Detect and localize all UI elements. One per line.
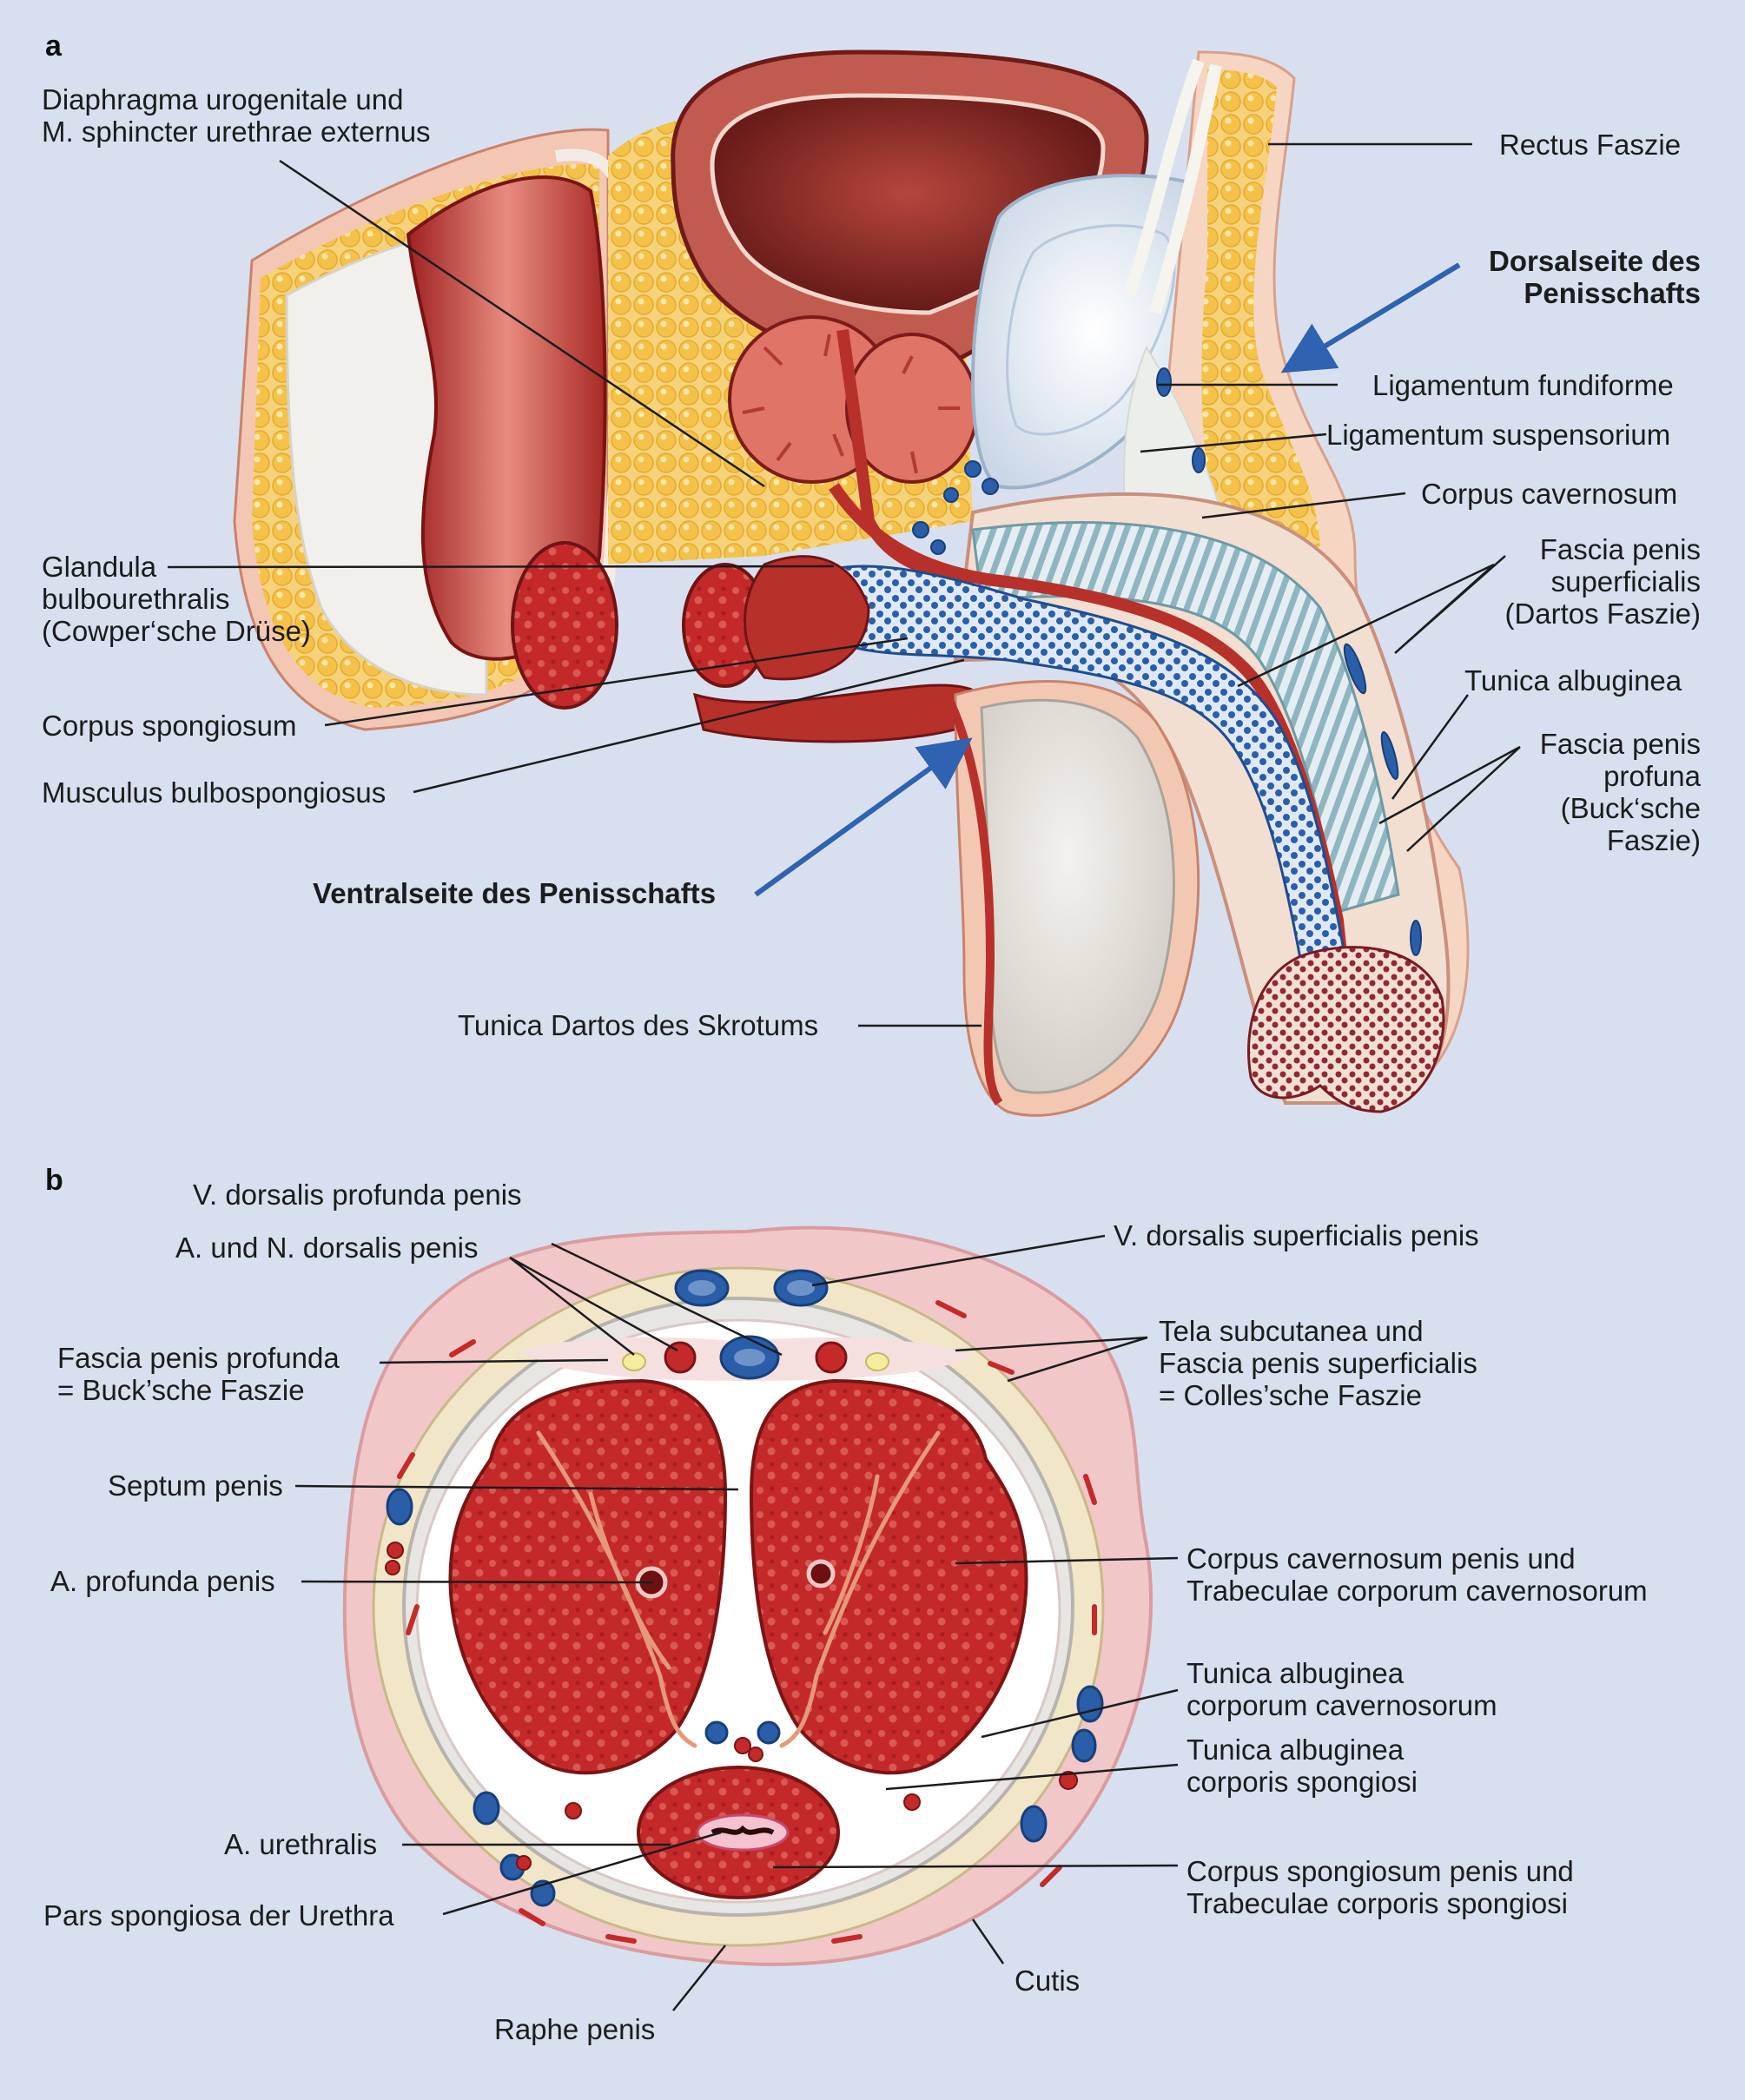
label-a-profunda-penis: A. profunda penis	[50, 1565, 275, 1597]
label-rectus-faszie: Rectus Faszie	[1499, 129, 1682, 161]
label-corpus-cavernosum-penis: Corpus cavernosum penis und Trabeculae c…	[1186, 1542, 1648, 1607]
label-pars-spongiosa: Pars spongiosa der Urethra	[43, 1899, 394, 1932]
label-fascia-superficialis: Fascia penis superficialis (Dartos Faszi…	[1504, 533, 1701, 630]
sagittal-section	[233, 50, 1470, 1117]
label-v-dorsalis-profunda: V. dorsalis profunda penis	[193, 1179, 522, 1211]
label-corpus-spongiosum: Corpus spongiosum	[42, 710, 297, 742]
label-v-dorsalis-superficialis: V. dorsalis superficialis penis	[1114, 1219, 1479, 1251]
label-corpus-cavernosum: Corpus cavernosum	[1421, 478, 1678, 510]
label-glandula: Glandula bulbourethralis (Cowper‘sche Dr…	[42, 551, 311, 647]
label-a-n-dorsalis: A. und N. dorsalis penis	[175, 1232, 479, 1264]
label-fascia-profuna: Fascia penis profuna (Buck‘sche Faszie)	[1539, 728, 1701, 856]
label-cutis: Cutis	[1015, 1965, 1081, 1997]
label-ligamentum-suspensorium: Ligamentum suspensorium	[1326, 419, 1671, 451]
label-tunica-albuginea-cavernosorum: Tunica albuginea corporum cavernosorum	[1186, 1657, 1497, 1721]
label-septum-penis: Septum penis	[108, 1469, 283, 1502]
panel-label-b: b	[45, 1164, 63, 1197]
dorsal-vessels	[622, 1269, 889, 1380]
label-a-urethralis: A. urethralis	[224, 1828, 378, 1860]
label-ligamentum-fundiforme: Ligamentum fundiforme	[1372, 369, 1674, 401]
label-tunica-albuginea-spongiosi: Tunica albuginea corporis spongiosi	[1186, 1733, 1418, 1798]
label-musculus-bulbospongiosus: Musculus bulbospongiosus	[42, 776, 387, 809]
label-diaphragma: Diaphragma urogenitale und M. sphincter …	[42, 83, 431, 148]
label-corpus-spongiosum-penis: Corpus spongiosum penis und Trabeculae c…	[1186, 1855, 1574, 1919]
label-tela-subcutanea: Tela subcutanea und Fascia penis superfi…	[1159, 1315, 1477, 1411]
label-fascia-profunda: Fascia penis profunda = Buck’sche Faszie	[57, 1342, 340, 1406]
cross-section	[342, 1225, 1153, 1966]
label-dorsalseite: Dorsalseite des Penisschafts	[1489, 245, 1701, 309]
label-tunica-albuginea: Tunica albuginea	[1464, 664, 1682, 697]
label-ventralseite: Ventralseite des Penisschafts	[313, 877, 717, 909]
leader-lines	[167, 142, 1521, 2011]
label-tunica-dartos: Tunica Dartos des Skrotums	[458, 1009, 819, 1041]
panel-label-a: a	[45, 30, 62, 63]
label-raphe-penis: Raphe penis	[494, 2013, 656, 2045]
direction-arrows	[754, 262, 1461, 897]
